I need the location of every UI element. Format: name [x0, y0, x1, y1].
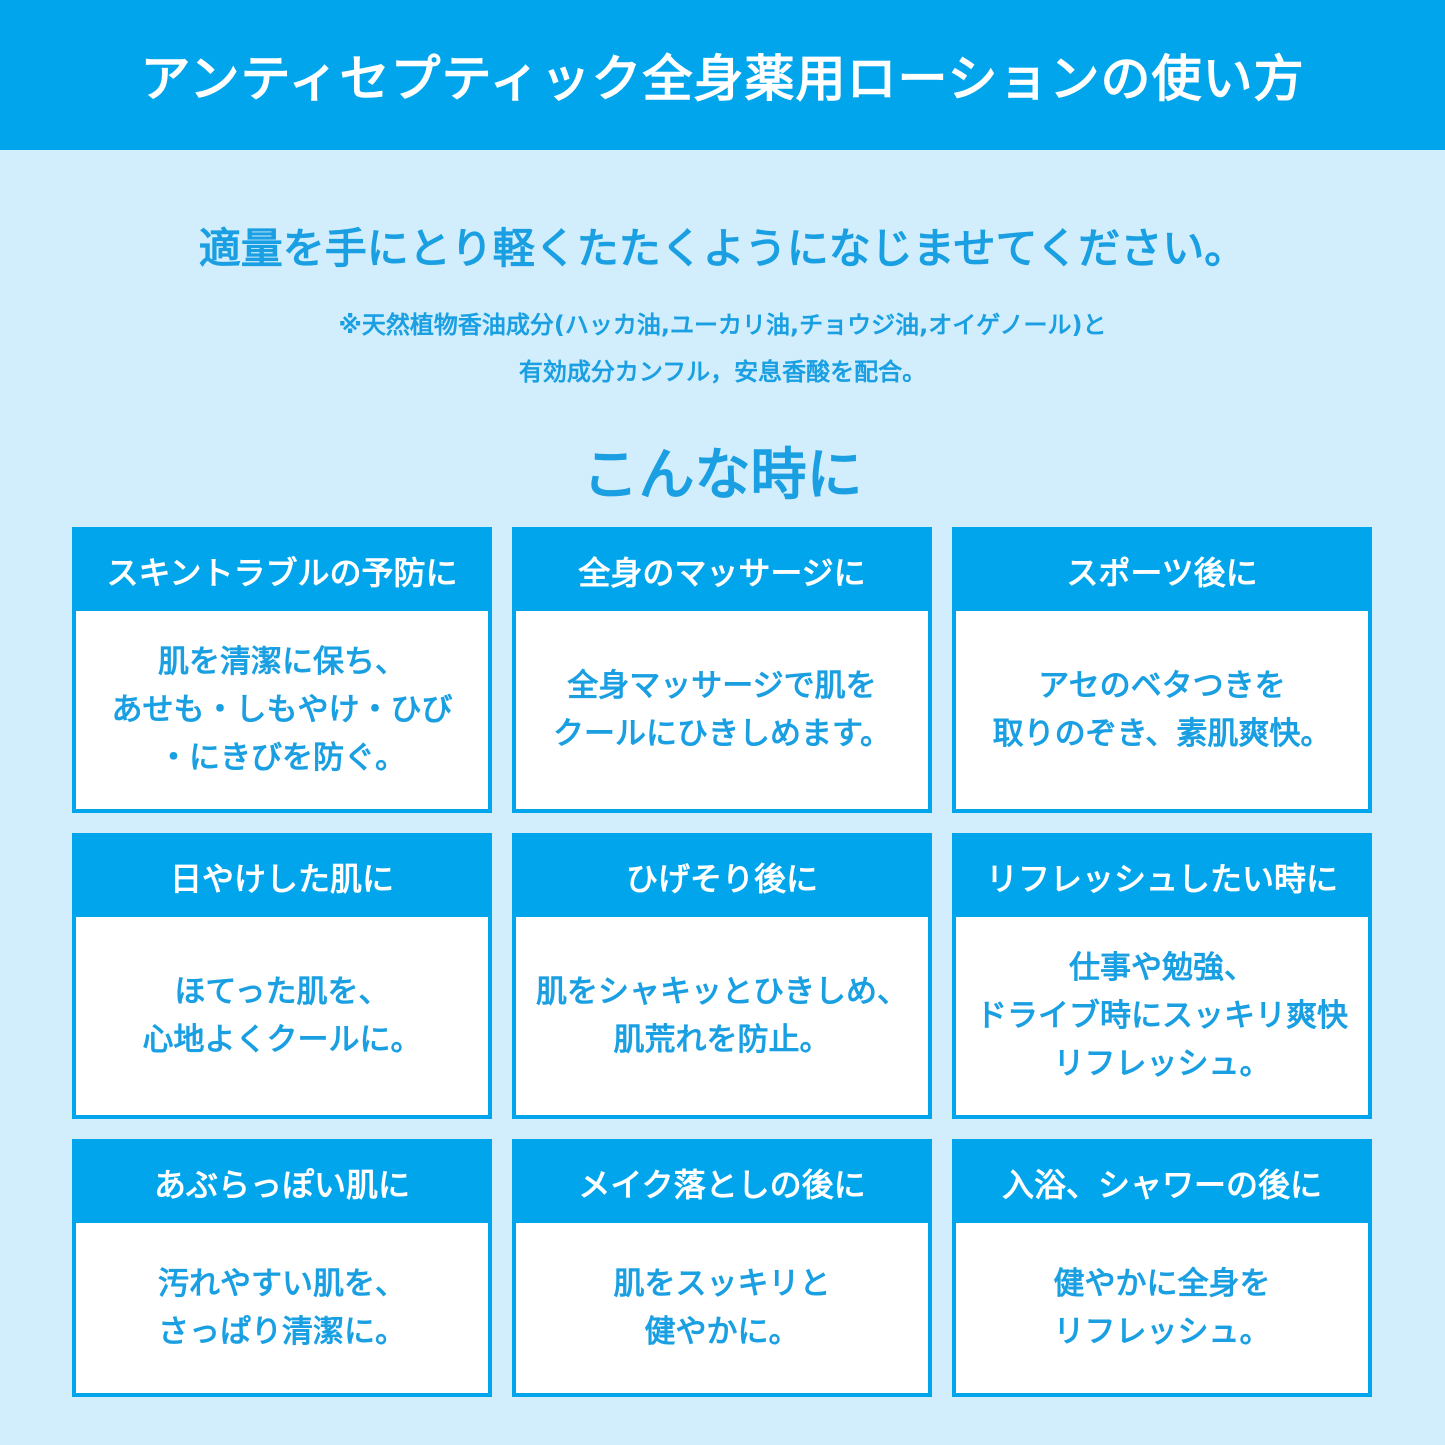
usage-card: スキントラブルの予防に 肌を清潔に保ち、 あせも・しもやけ・ひび ・にきびを防ぐ… — [72, 527, 492, 813]
card-body: 肌をスッキリと 健やかに。 — [516, 1223, 928, 1393]
card-text-line: 肌を清潔に保ち、 — [158, 644, 406, 680]
card-title: スキントラブルの予防に — [76, 531, 488, 611]
section-title: こんな時に — [582, 443, 863, 508]
ingredient-note-line-2: 有効成分カンフル，安息香酸を配合。 — [518, 358, 927, 386]
card-title: ひげそり後に — [516, 837, 928, 917]
card-title: 入浴、シャワーの後に — [956, 1143, 1368, 1223]
title-banner: アンティセプティック全身薬用ローションの使い方 — [0, 0, 1445, 150]
usage-cards-grid: スキントラブルの予防に 肌を清潔に保ち、 あせも・しもやけ・ひび ・にきびを防ぐ… — [72, 527, 1372, 1397]
card-text-line: 仕事や勉強、 — [1069, 950, 1255, 986]
card-body: 健やかに全身を リフレッシュ。 — [956, 1223, 1368, 1393]
usage-instruction: 適量を手にとり軽くたたくようになじませてください。 — [198, 224, 1247, 273]
card-text-line: ドライブ時にスッキリ爽快 — [976, 998, 1348, 1034]
card-text-line: 健やかに。 — [644, 1314, 800, 1350]
card-text-line: ほてった肌を、 — [174, 974, 390, 1010]
card-title: あぶらっぽい肌に — [76, 1143, 488, 1223]
card-text-line: あせも・しもやけ・ひび — [111, 692, 453, 728]
page-title: アンティセプティック全身薬用ローションの使い方 — [140, 50, 1305, 108]
card-body: 全身マッサージで肌を クールにひきしめます。 — [516, 611, 928, 809]
card-title: メイク落としの後に — [516, 1143, 928, 1223]
card-text-line: リフレッシュ。 — [1053, 1314, 1271, 1350]
card-title: 全身のマッサージに — [516, 531, 928, 611]
card-body: 肌を清潔に保ち、 あせも・しもやけ・ひび ・にきびを防ぐ。 — [76, 611, 488, 809]
card-text-line: 取りのぞき、素肌爽快。 — [992, 716, 1332, 752]
card-text-line: 肌荒れを防止。 — [613, 1022, 831, 1058]
usage-card: スポーツ後に アセのベタつきを 取りのぞき、素肌爽快。 — [952, 527, 1372, 813]
card-text-line: 肌をシャキッとひきしめ、 — [536, 974, 908, 1010]
usage-card: あぶらっぽい肌に 汚れやすい肌を、 さっぱり清潔に。 — [72, 1139, 492, 1397]
card-text-line: さっぱり清潔に。 — [158, 1314, 406, 1350]
card-text-line: リフレッシュ。 — [1053, 1046, 1271, 1082]
card-body: ほてった肌を、 心地よくクールに。 — [76, 917, 488, 1115]
usage-card: 日やけした肌に ほてった肌を、 心地よくクールに。 — [72, 833, 492, 1119]
card-title: 日やけした肌に — [76, 837, 488, 917]
card-title: リフレッシュしたい時に — [956, 837, 1368, 917]
ingredient-note-line-1: ※天然植物香油成分(ハッカ油,ユーカリ油,チョウジ油,オイゲノール)と — [338, 311, 1107, 339]
card-body: 仕事や勉強、 ドライブ時にスッキリ爽快 リフレッシュ。 — [956, 917, 1368, 1115]
card-text-line: 健やかに全身を — [1053, 1266, 1271, 1302]
card-text-line: 全身マッサージで肌を — [567, 668, 877, 704]
usage-card: ひげそり後に 肌をシャキッとひきしめ、 肌荒れを防止。 — [512, 833, 932, 1119]
card-title: スポーツ後に — [956, 531, 1368, 611]
usage-card: リフレッシュしたい時に 仕事や勉強、 ドライブ時にスッキリ爽快 リフレッシュ。 — [952, 833, 1372, 1119]
card-text-line: 肌をスッキリと — [613, 1266, 831, 1302]
card-body: アセのベタつきを 取りのぞき、素肌爽快。 — [956, 611, 1368, 809]
card-body: 汚れやすい肌を、 さっぱり清潔に。 — [76, 1223, 488, 1393]
usage-card: 全身のマッサージに 全身マッサージで肌を クールにひきしめます。 — [512, 527, 932, 813]
usage-card: メイク落としの後に 肌をスッキリと 健やかに。 — [512, 1139, 932, 1397]
card-text-line: アセのベタつきを — [1038, 668, 1286, 704]
usage-card: 入浴、シャワーの後に 健やかに全身を リフレッシュ。 — [952, 1139, 1372, 1397]
card-body: 肌をシャキッとひきしめ、 肌荒れを防止。 — [516, 917, 928, 1115]
card-text-line: クールにひきしめます。 — [553, 716, 891, 752]
card-text-line: 心地よくクールに。 — [142, 1022, 422, 1058]
card-text-line: 汚れやすい肌を、 — [158, 1266, 406, 1302]
card-text-line: ・にきびを防ぐ。 — [158, 740, 406, 776]
